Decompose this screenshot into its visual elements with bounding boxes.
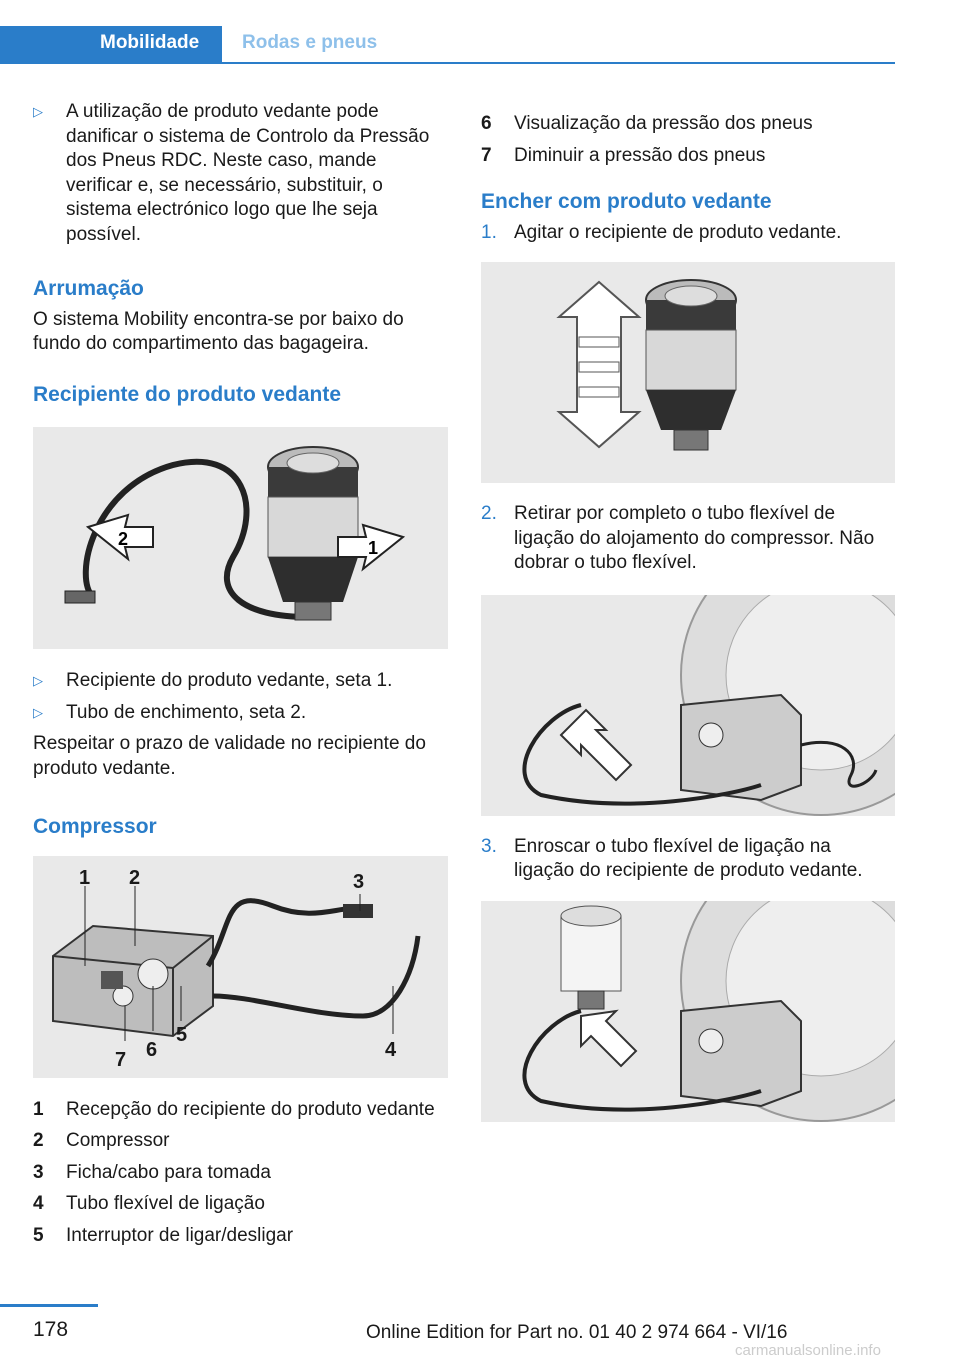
fig-label-3: 3 <box>353 871 364 893</box>
hose-removal-figure <box>481 594 895 816</box>
triangle-bullet-icon: ▷ <box>33 104 43 119</box>
arrow-1-icon: 1 <box>337 523 406 572</box>
footer-rule <box>0 1304 98 1307</box>
fig-label-2: 2 <box>118 529 128 549</box>
heading-arrumacao: Arrumação <box>33 277 144 300</box>
fig-label-6: 6 <box>146 1039 157 1061</box>
container-bullet-2: ▷ Tubo de enchimento, seta 2. <box>33 701 448 726</box>
watermark: carmanualsonline.info <box>735 1342 881 1359</box>
expiry-note: Respeitar o prazo de validade no recipie… <box>33 733 426 779</box>
shake-container-figure <box>481 262 895 483</box>
page-number: 178 <box>33 1318 69 1341</box>
compressor-figure: 1 2 3 4 5 6 7 <box>33 855 448 1078</box>
step-1: 1.Agitar o recipiente de produto vedante… <box>481 221 842 243</box>
heading-recipiente: Recipiente do produto vedante <box>33 382 342 406</box>
fig-label-1: 1 <box>368 538 378 558</box>
fig-label-2: 2 <box>129 867 140 889</box>
tab-rodas-e-pneus[interactable]: Rodas e pneus <box>242 32 378 53</box>
fig-label-7: 7 <box>115 1049 126 1071</box>
page-header: Mobilidade Rodas e pneus <box>0 0 895 64</box>
fig-label-1: 1 <box>79 867 90 889</box>
arrow-2-icon: 2 <box>85 513 154 562</box>
triangle-bullet-icon: ▷ <box>33 673 43 688</box>
storage-text: O sistema Mobility encontra-se por baixo… <box>33 308 404 355</box>
left-column: ▷ A utilização de produto vedante pode d… <box>33 100 448 1255</box>
edition-text: Online Edition for Part no. 01 40 2 974 … <box>366 1322 788 1343</box>
intro-bullet: ▷ A utilização de produto vedante pode d… <box>33 101 430 245</box>
step-3: 3.Enroscar o tubo flexível de ligação na… <box>481 835 863 882</box>
sealant-container-figure: 2 1 <box>33 427 448 649</box>
tab-mobilidade[interactable]: Mobilidade <box>0 26 222 62</box>
fig-label-4: 4 <box>385 1039 397 1061</box>
heading-encher: Encher com produto vedante <box>481 190 772 213</box>
triangle-bullet-icon: ▷ <box>33 704 43 720</box>
container-bullet-1: ▷ Recipiente do produto vedante, seta 1. <box>33 669 448 694</box>
hose-connect-figure <box>481 900 895 1122</box>
fig-label-5: 5 <box>176 1024 187 1046</box>
step-2: 2.Retirar por completo o tubo flexível d… <box>481 503 875 573</box>
heading-compressor: Compressor <box>33 815 157 838</box>
